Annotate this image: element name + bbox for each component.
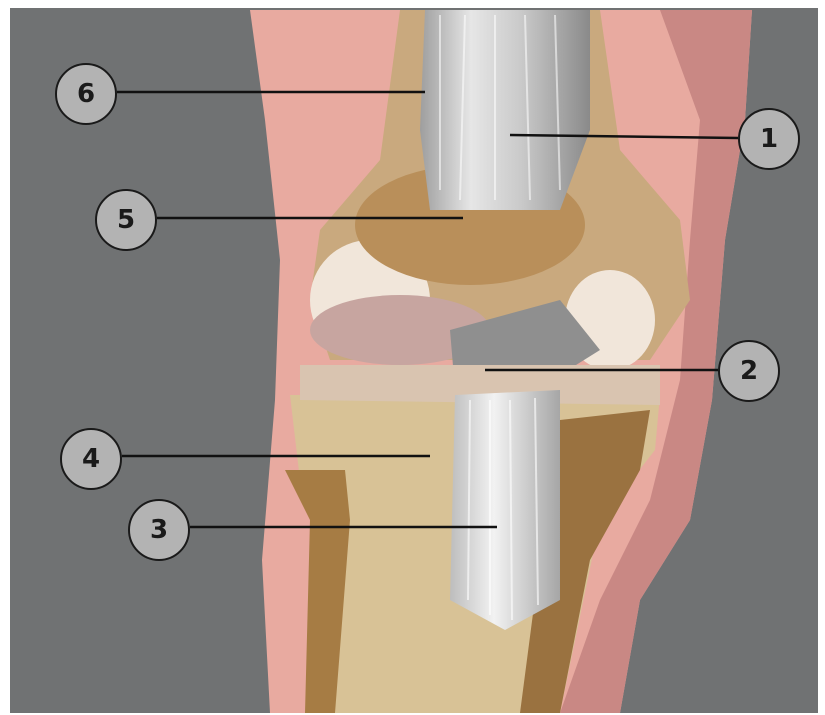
marker-3: 3 (128, 499, 190, 561)
marker-2: 2 (718, 340, 780, 402)
patellar-ligament (450, 390, 560, 630)
marker-1: 1 (738, 108, 800, 170)
marker-6: 6 (55, 63, 117, 125)
marker-5: 5 (95, 189, 157, 251)
marker-4: 4 (60, 428, 122, 490)
quadriceps-tendon (420, 10, 590, 210)
